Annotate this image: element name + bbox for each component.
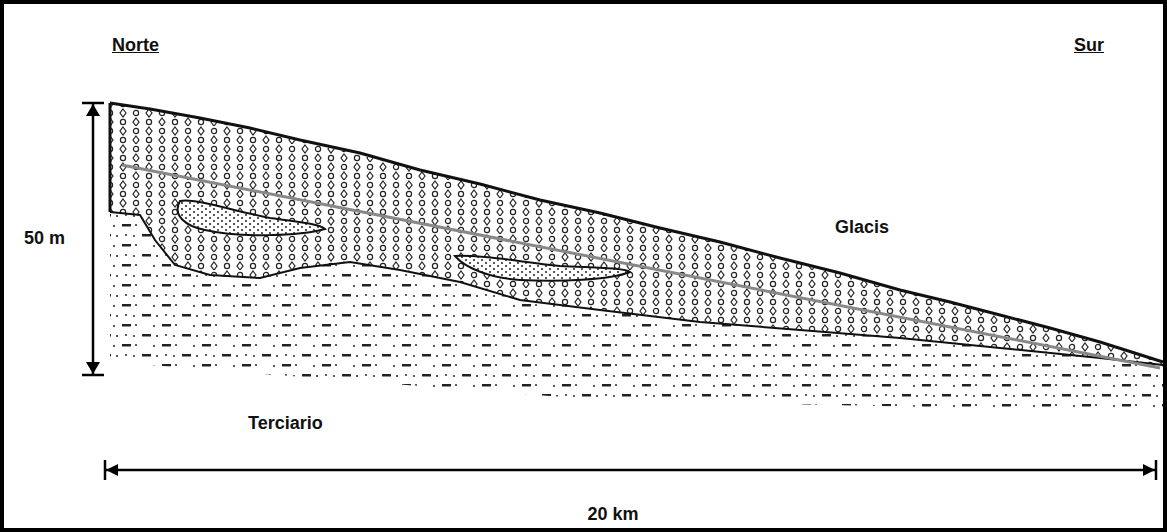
dimension-label: 50 m: [24, 229, 65, 249]
sand-lens: [178, 201, 325, 236]
dimension-label: 20 km: [587, 505, 638, 525]
direction-label: Sur: [1074, 36, 1104, 56]
section-edge: [109, 103, 112, 212]
length-scale: [105, 460, 1156, 480]
unit-label: Glacis: [832, 218, 892, 238]
ground-surface: [110, 103, 1163, 362]
profile-line: [122, 165, 1160, 368]
glacis-unit: [110, 103, 1163, 365]
direction-label: Norte: [112, 36, 159, 56]
height-scale: [82, 103, 104, 375]
unit-label: Terciario: [245, 414, 326, 434]
